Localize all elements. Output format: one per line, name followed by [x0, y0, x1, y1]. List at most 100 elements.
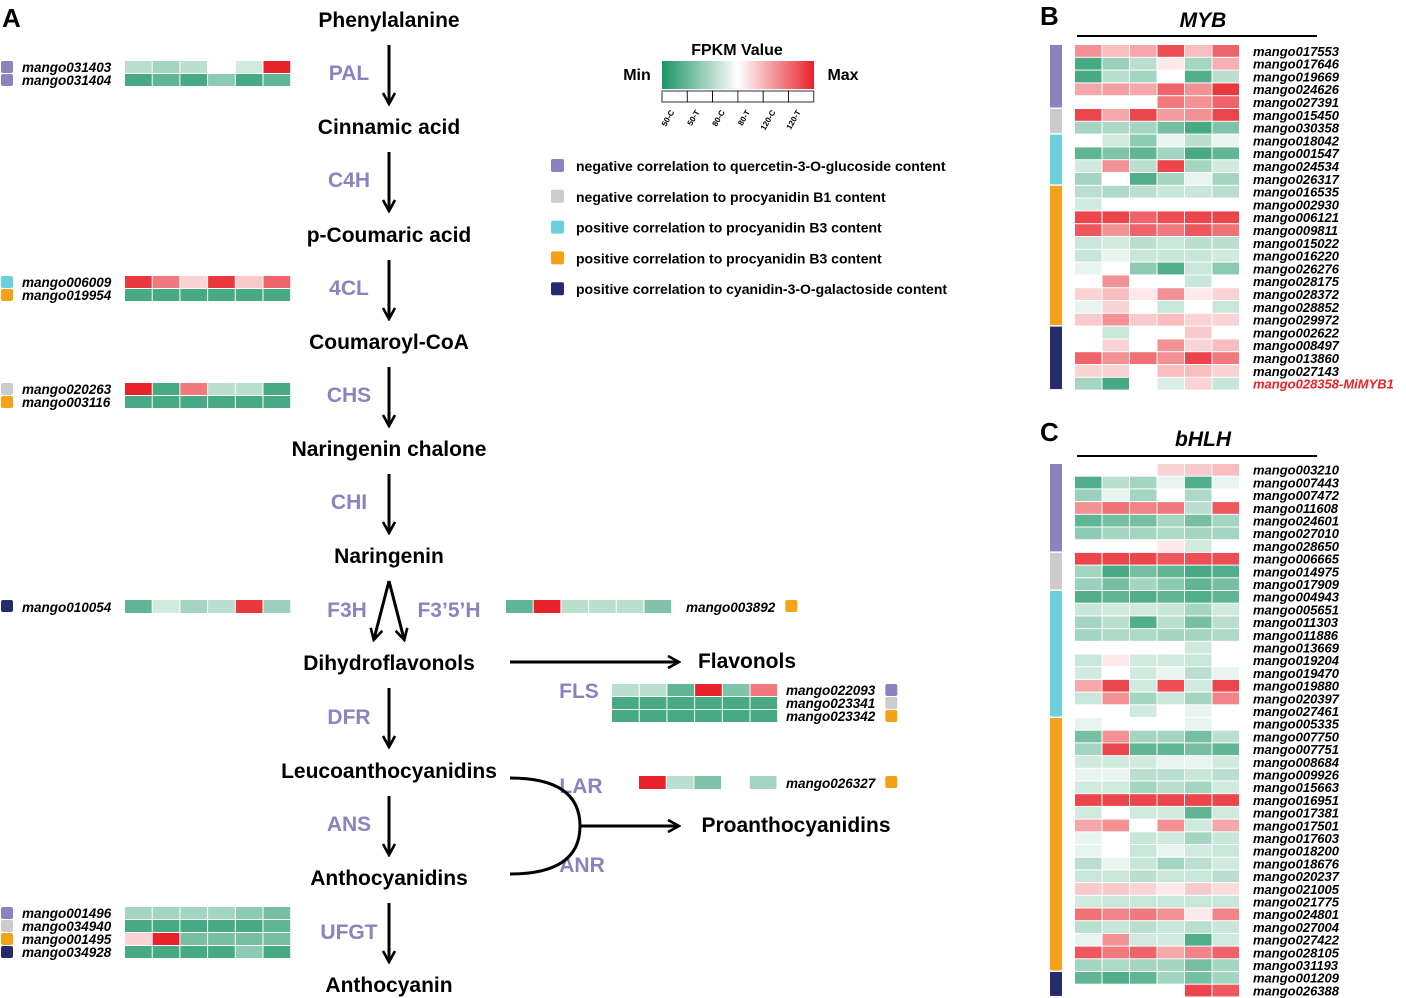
heatmap-cell	[1130, 972, 1157, 984]
heatmap-cell	[1075, 895, 1102, 908]
heatmap-cell	[1075, 70, 1102, 83]
legend-label-orange: positive correlation to procyanidin B3 c…	[576, 250, 882, 266]
heatmap-cell	[1130, 578, 1157, 590]
heatmap-cell	[1102, 794, 1129, 806]
metabolite-leucoanthocyanidins: Leucoanthocyanidins	[281, 760, 497, 783]
heatmap-cell	[1130, 352, 1157, 364]
heatmap-cell	[1212, 591, 1239, 603]
heatmap-cell	[533, 600, 561, 613]
heatmap-cell	[1102, 275, 1129, 288]
gene-label: mango026317	[1253, 172, 1340, 187]
heatmap-cell	[1130, 984, 1157, 997]
heatmap-cell	[1185, 743, 1212, 756]
heatmap-cell	[1185, 109, 1212, 121]
heatmap-cell	[1102, 616, 1129, 629]
heatmap-cell	[1130, 845, 1157, 857]
heatmap-cell	[1212, 629, 1239, 641]
heatmap-cell	[1157, 552, 1184, 565]
heatmap-cell	[1212, 45, 1239, 57]
heatmap-cell	[1130, 262, 1157, 275]
category-marker-orange	[1, 289, 13, 301]
gene-label: mango023341	[786, 696, 875, 711]
heatmap-cell	[1185, 895, 1212, 908]
heatmap-cell	[1102, 288, 1129, 300]
heatmap-cell	[1102, 313, 1129, 326]
heatmap-cell	[1157, 756, 1184, 768]
heatmap-cell	[1185, 972, 1212, 984]
heatmap-cell	[1185, 565, 1212, 578]
heatmap-cell	[1185, 237, 1212, 249]
heatmap-cell	[1075, 806, 1102, 819]
heatmap-cell	[1212, 743, 1239, 756]
heatmap-cell	[1130, 883, 1157, 895]
heatmap-cell	[1075, 514, 1102, 527]
heatmap-cell	[1157, 121, 1184, 134]
heatmap-cell	[1212, 160, 1239, 172]
heatmap-cell	[1157, 870, 1184, 883]
heatmap-cell	[1157, 275, 1184, 288]
enzyme-dfr: DFR	[327, 706, 370, 729]
heatmap-cell	[1102, 959, 1129, 971]
heatmap-cell	[1185, 933, 1212, 946]
heatmap-cell	[1185, 781, 1212, 794]
heatmap-cell	[263, 289, 291, 301]
heatmap-cell	[1212, 262, 1239, 275]
heatmap-cell	[1185, 768, 1212, 781]
heatmap-cell	[1102, 147, 1129, 160]
heatmap-cell	[1157, 57, 1184, 70]
heatmap-cell	[1212, 603, 1239, 616]
heatmap-cell	[667, 684, 695, 696]
heatmap-cell	[1212, 819, 1239, 832]
heatmap-cell	[208, 383, 235, 395]
heatmap-cell	[1157, 972, 1184, 984]
heatmap-cell	[1157, 313, 1184, 326]
heatmap-cell	[1212, 185, 1239, 198]
heatmap-cell	[1102, 718, 1129, 730]
heatmap-cell	[1212, 198, 1239, 211]
gene-label: mango028372	[1253, 287, 1340, 302]
heatmap-cell	[1075, 832, 1102, 844]
gene-label: mango026327	[786, 776, 877, 791]
heatmap-cell	[1157, 679, 1184, 692]
gene-label: mango019954	[22, 288, 112, 303]
heatmap-cell	[1212, 173, 1239, 185]
enzyme-chs: CHS	[327, 384, 371, 407]
gene-label: mango026276	[1253, 261, 1340, 276]
heatmap-cell	[1102, 476, 1129, 489]
heatmap-cell	[1130, 679, 1157, 692]
heatmap-cell	[1185, 83, 1212, 96]
heatmap-cell	[1130, 794, 1157, 806]
heatmap-cell	[1102, 540, 1129, 552]
heatmap-cell	[1157, 211, 1184, 224]
heatmap-cell	[1212, 578, 1239, 590]
heatmap-cell	[1157, 616, 1184, 629]
heatmap-cell	[263, 933, 291, 945]
heatmap-cell	[1130, 313, 1157, 326]
heatmap-cell	[1130, 591, 1157, 603]
heatmap-cell	[125, 276, 152, 288]
bhlh-title: bHLH	[1175, 428, 1232, 451]
heatmap-cell	[1130, 224, 1157, 236]
gene-label: mango021005	[1253, 882, 1340, 897]
heatmap-cell	[208, 289, 235, 301]
heatmap-cell	[1185, 70, 1212, 83]
heatmap-cell	[1130, 377, 1157, 390]
gene-label: mango031404	[22, 73, 112, 88]
legend-label-navy: positive correlation to cyanidin-3-O-gal…	[576, 281, 947, 297]
heatmap-cell	[1102, 895, 1129, 908]
enzyme-labels: PAL C4H 4CL CHS CHI F3H F3’5’H DFR ANS U…	[320, 62, 604, 944]
heatmap-cell	[1102, 984, 1129, 997]
heatmap-cell	[125, 920, 152, 932]
heatmap-cell	[1075, 768, 1102, 781]
gene-label: mango019470	[1253, 666, 1340, 681]
heatmap-cell	[1075, 527, 1102, 540]
gene-label: mango017646	[1253, 57, 1340, 72]
heatmap-cell	[695, 697, 722, 709]
heatmap-cell	[235, 933, 263, 945]
heatmap-cell	[1185, 984, 1212, 997]
heatmap-cell	[612, 684, 639, 696]
